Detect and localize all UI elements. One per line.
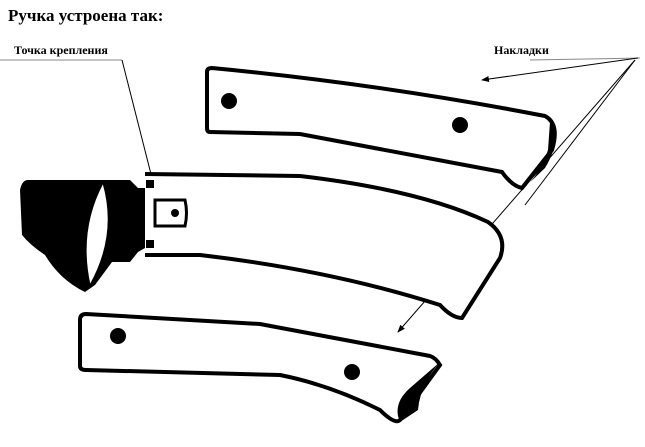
rivet-hole-icon xyxy=(344,364,360,380)
handle-tang xyxy=(20,172,505,321)
attachment-leader xyxy=(0,59,154,183)
attachment-point-label: Точка крепления xyxy=(14,43,108,57)
bottom-handle-scale xyxy=(78,311,443,424)
rivet-hole-icon xyxy=(452,117,468,133)
rivet-hole-icon xyxy=(110,328,126,344)
rivet-hole-icon xyxy=(221,93,237,109)
top-handle-scale xyxy=(205,65,557,191)
scales-label: Накладки xyxy=(494,43,549,57)
diagram-title: Ручка устроена так: xyxy=(8,6,164,25)
